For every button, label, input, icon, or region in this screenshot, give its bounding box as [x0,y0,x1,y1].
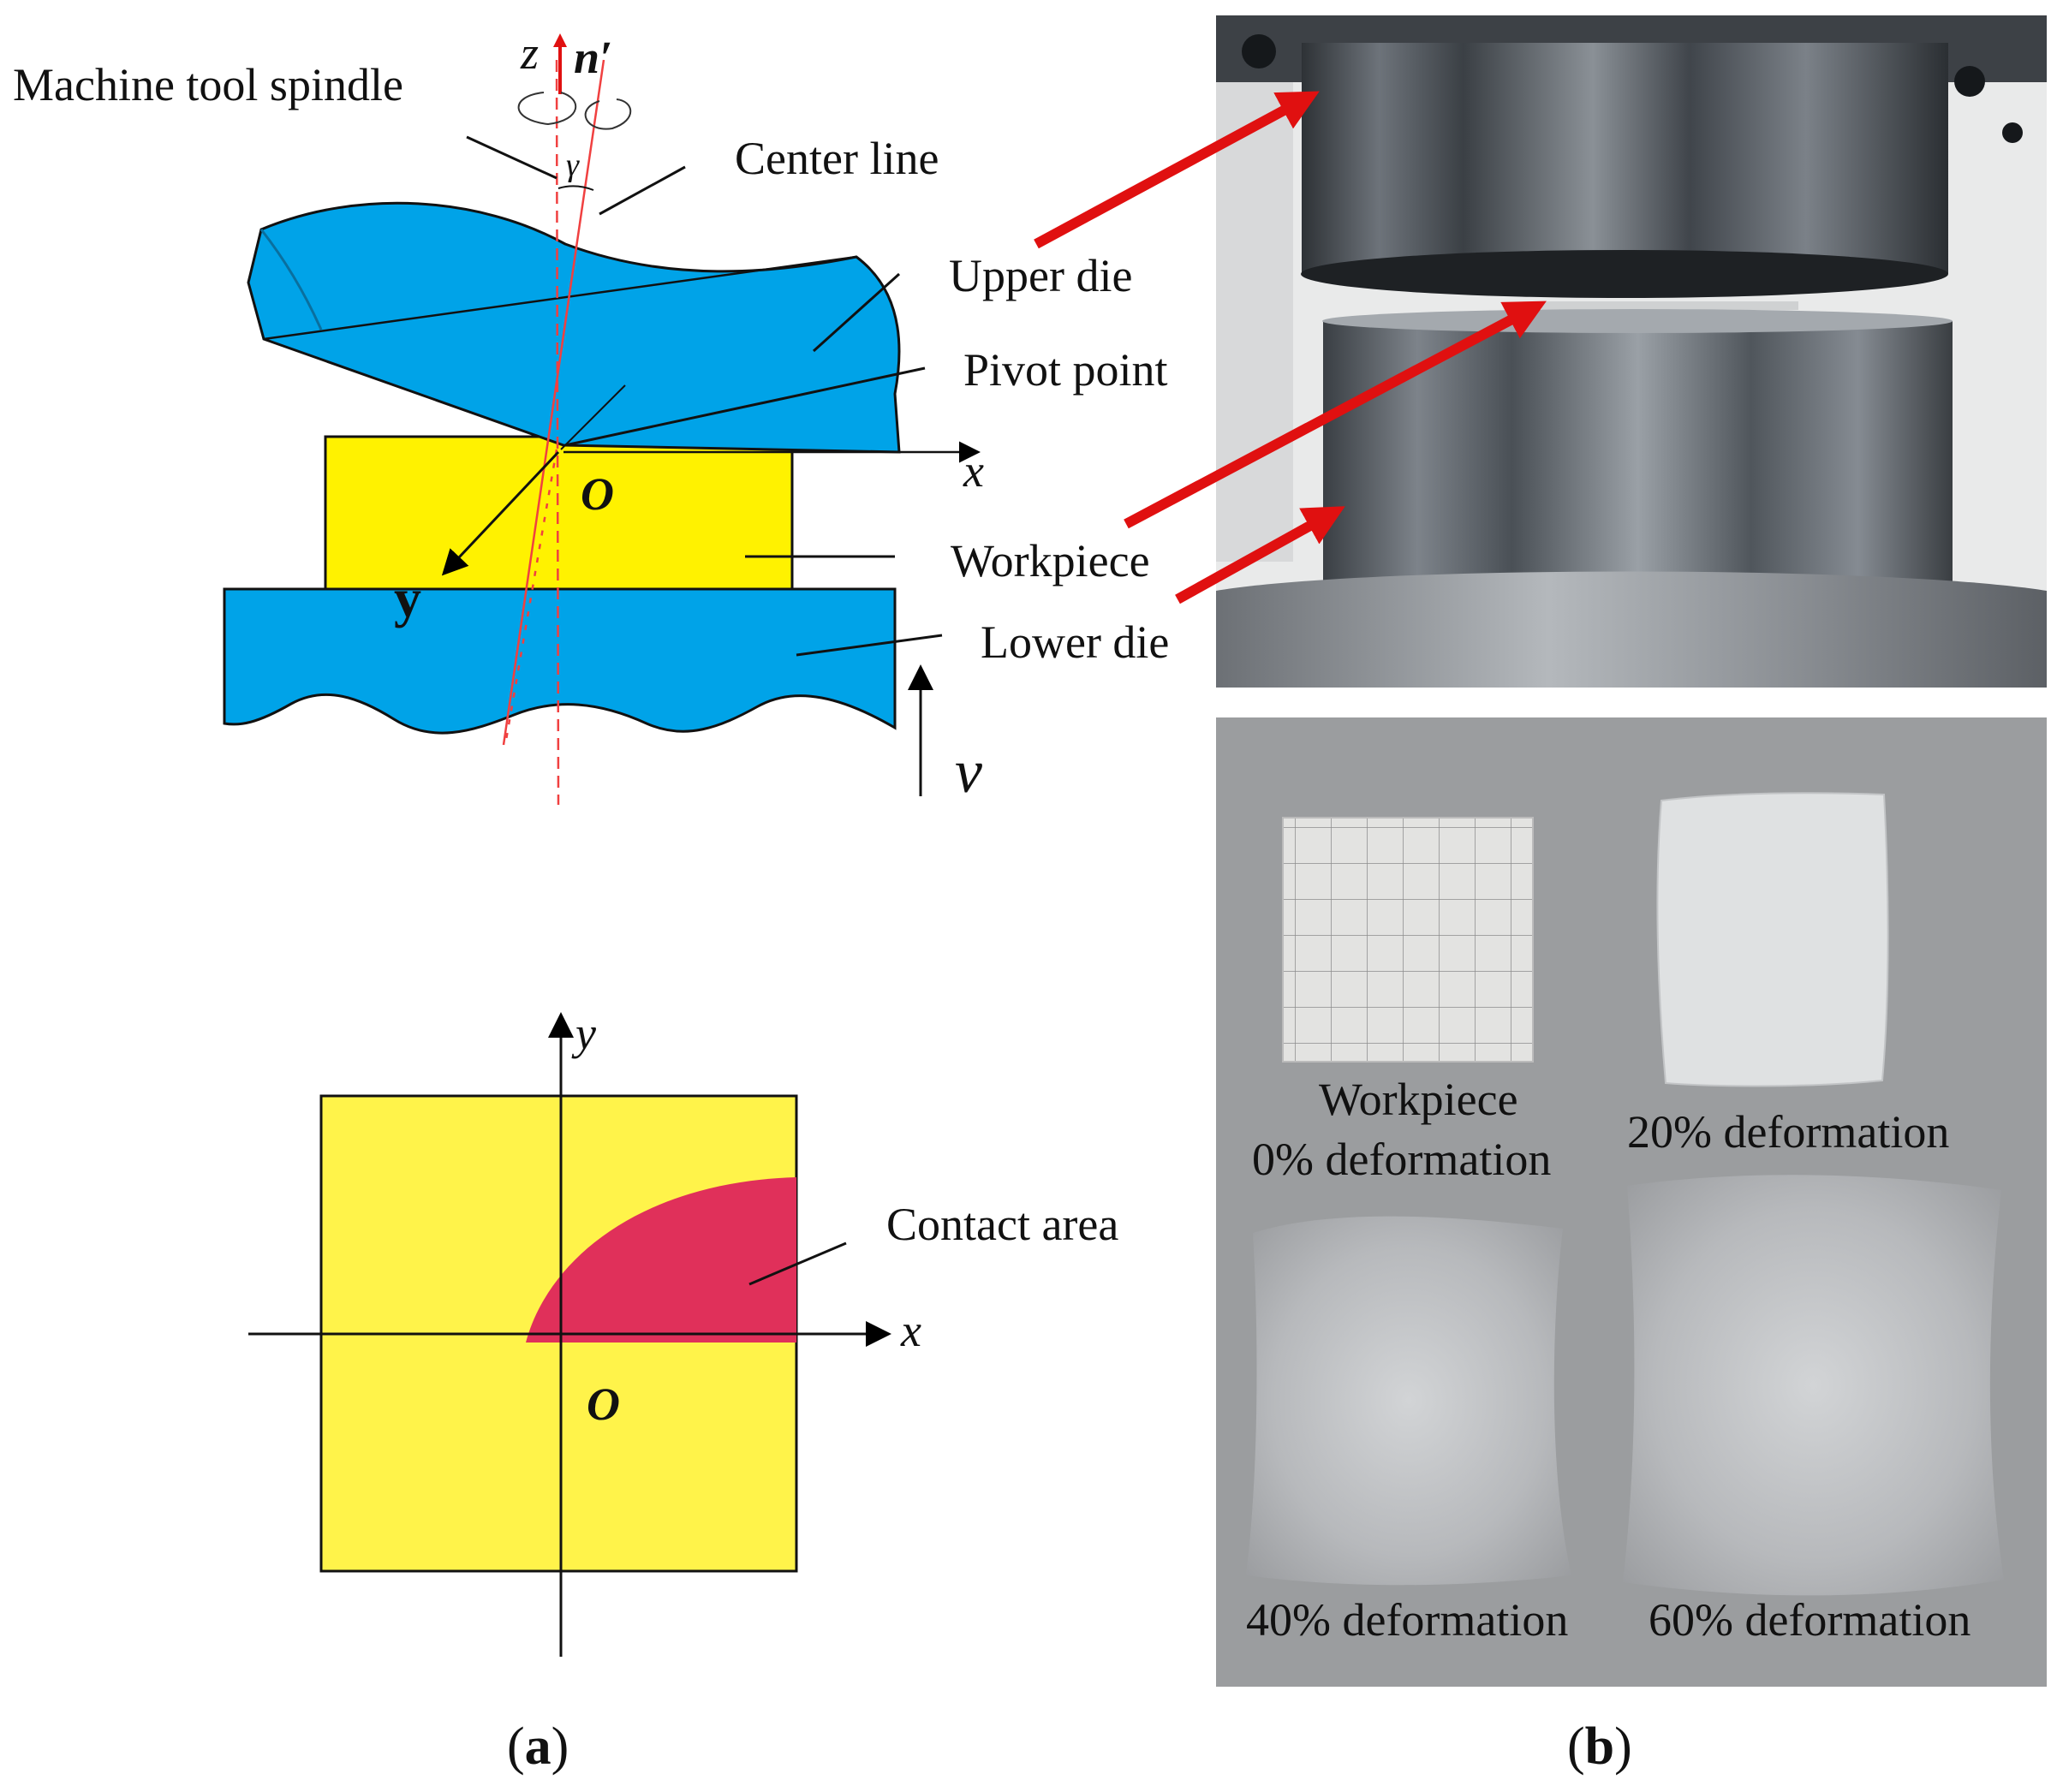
leader-contact-area [748,1241,847,1286]
center-line [502,59,605,746]
label-y-axis: y [394,568,421,628]
label-center-line: Center line [735,133,939,184]
label-origin: O [581,468,614,520]
photo-base [1216,571,2047,688]
y-axis-arrow [441,450,560,576]
label-machine-tool-spindle: Machine tool spindle [13,59,403,110]
label-z: z [520,27,539,79]
upper-die [247,201,901,454]
panel-a-side-view: Machine tool spindle z n′ γ Center line … [13,27,1169,806]
label-contact-area: Contact area [886,1199,1118,1250]
label-sample-60: 60% deformation [1649,1594,1971,1646]
sample-20-percent [1656,792,1889,1087]
label-velocity: v [955,737,982,806]
sample-60-percent [1623,1175,2004,1596]
arrow-workpiece [1124,301,1547,529]
label-pivot-point: Pivot point [963,344,1168,396]
caption-b: (b) [1567,1718,1632,1776]
label-sample-0: 0% deformation [1252,1134,1551,1185]
workpiece-block [324,435,794,591]
photo-lower-die [1323,321,1953,595]
label-workpiece: Workpiece [951,535,1150,586]
press-photo [1034,15,2047,688]
photo-workpiece [1541,301,1798,310]
caption-a: (a) [507,1718,569,1776]
label-gamma: γ [566,147,580,183]
contact-area-region [526,1177,796,1343]
leader-lower-die [796,634,943,657]
rotation-arrow-spindle-icon [517,92,577,126]
upper-die-shading [259,229,323,330]
label-sample-20: 20% deformation [1627,1106,1949,1158]
arrow-lower-die [1175,506,1345,604]
spindle-axis [555,59,560,806]
leader-pivot-point-2 [560,384,626,450]
samples-photo: Workpiece 0% deformation 20% deformation… [1216,717,2047,1687]
gamma-arc [557,185,594,191]
panel-a-plan-view: y x O Contact area [248,1008,1118,1657]
rotation-arrow-centerline-icon [584,98,632,130]
arrow-upper-die [1034,91,1320,249]
plan-label-origin: O [587,1378,620,1430]
label-lower-die: Lower die [981,616,1169,668]
photo-upper-die [1302,43,1948,274]
leader-center-line [599,165,686,216]
lower-die [223,587,897,735]
label-upper-die: Upper die [949,250,1132,301]
leader-upper-die [812,272,901,353]
center-line-dashed [504,449,558,746]
label-sample-40: 40% deformation [1246,1594,1568,1646]
leader-spindle [466,135,557,180]
sample-0-percent [1282,817,1534,1063]
label-x-axis: x [963,445,984,497]
plan-label-x: x [900,1305,921,1356]
upper-die-top-face [263,255,857,341]
label-sample-workpiece: Workpiece [1319,1074,1518,1125]
leader-pivot-point [564,366,926,447]
label-n-prime: n′ [574,32,612,83]
plan-label-y: y [571,1008,596,1059]
sample-40-percent [1246,1216,1571,1586]
